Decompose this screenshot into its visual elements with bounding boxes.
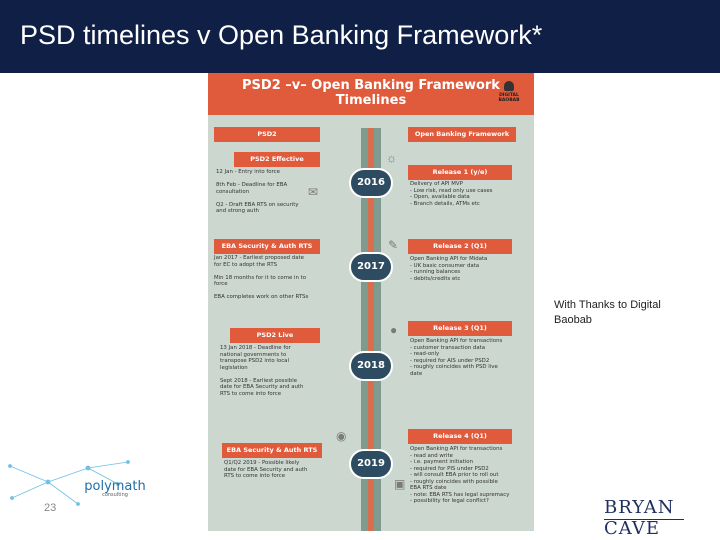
polymath-network-graphic	[8, 460, 130, 506]
text-line: transpose PSD2 into local	[220, 358, 289, 364]
text-line: 12 Jan - Entry into force	[216, 169, 280, 175]
digital-baobab-logo-text: DIGITAL BAOBAB	[498, 93, 520, 103]
year-marker-2019: 2019	[349, 449, 393, 479]
left-box-title-psd2-effective: PSD2 Effective	[234, 152, 320, 167]
text-line: - running balances	[410, 269, 461, 275]
text-line: Delivery of API MVP	[410, 181, 463, 187]
card-icon: ▣	[394, 477, 406, 491]
timeline-pole-stripe	[368, 128, 374, 531]
polymath-logo: polymath consulting	[82, 479, 148, 498]
text-line: - required for PIS under PSD2	[410, 465, 489, 472]
right-box-text-release-3: Open Banking API for transactions - cust…	[410, 338, 502, 377]
text-line: RTS to come into force	[220, 390, 282, 397]
text-line: EBA RTS date	[410, 485, 447, 491]
polymath-logo-sub: consulting	[102, 492, 128, 498]
text-line: - roughly coincides with PSD live	[410, 364, 498, 370]
column-header-psd2: PSD2	[214, 127, 320, 142]
text-line: - roughly coincides with possible	[410, 478, 498, 485]
text-line: force	[214, 281, 228, 287]
text-line: - note: EBA RTS has legal supremacy	[410, 491, 510, 498]
text-line: - required for AIS under PSD2	[410, 357, 490, 364]
text-line: - will consult EBA prior to roll out	[410, 472, 499, 478]
right-box-title-release-1: Release 1 (y/e)	[408, 165, 512, 180]
text-line: date for EBA Security and auth	[224, 466, 308, 473]
thanks-note-line: With Thanks to Digital	[554, 299, 661, 311]
left-box-text-psd2-live: 13 Jan 2018 - Deadline for national gove…	[220, 345, 303, 397]
thanks-note-line: Baobab	[554, 314, 592, 326]
infographic-title-line: Timelines	[335, 93, 407, 108]
text-line: date for EBA Security and auth	[220, 384, 304, 390]
timeline-infographic: PSD2 –v– Open Banking Framework Timeline…	[208, 73, 534, 531]
document-icon: ✉	[308, 185, 319, 199]
text-line: - read-only	[410, 351, 440, 357]
text-line: RTS to come into force	[224, 473, 286, 479]
text-line: Open Banking API for Midata	[410, 256, 488, 262]
right-box-text-release-2: Open Banking API for Midata - UK basic c…	[410, 256, 487, 282]
bryan-cave-logo: BRYAN CAVE	[604, 497, 720, 539]
text-line: consultation	[216, 188, 250, 195]
digital-baobab-logo: DIGITAL BAOBAB	[494, 81, 524, 103]
right-box-title-release-4: Release 4 (Q1)	[408, 429, 512, 444]
left-box-text-eba-rts-2017: Jan 2017 - Earliest proposed date for EC…	[214, 255, 308, 301]
text-line: Min 18 months for it to come in to	[214, 274, 307, 281]
infographic-header	[208, 73, 534, 115]
text-line: - debits/credits etc	[410, 275, 461, 282]
column-header-open-banking: Open Banking Framework	[408, 127, 516, 142]
text-line: EBA completes work on other RTSs	[214, 294, 309, 300]
baobab-tree-icon	[504, 81, 514, 91]
polymath-logo-name: polymath	[84, 479, 146, 494]
text-line: - Open, available data	[410, 194, 470, 200]
infographic-title: PSD2 –v– Open Banking Framework Timeline…	[208, 78, 534, 108]
right-box-text-release-4: Open Banking API for transactions - read…	[410, 446, 509, 505]
text-line: Q2 - Draft EBA RTS on security	[216, 201, 299, 208]
chat-icon: ●	[390, 323, 398, 337]
text-line: - read and write	[410, 452, 453, 459]
text-line: Open Banking API for transactions	[410, 446, 503, 452]
text-line: Sept 2018 - Earliest possible	[220, 377, 298, 384]
text-line: Open Banking API for transactions	[410, 338, 503, 344]
infographic-title-line: PSD2 –v– Open Banking Framework	[242, 78, 500, 93]
text-line: national governments to	[220, 351, 287, 358]
text-line: and strong auth	[216, 208, 259, 214]
lightbulb-icon: ☼	[386, 151, 397, 165]
pen-icon: ✎	[388, 238, 399, 252]
left-box-text-eba-rts-2019: Q1/Q2 2019 - Possible likely date for EB…	[224, 460, 307, 480]
fingerprint-icon: ◉	[336, 429, 347, 443]
year-marker-2017: 2017	[349, 252, 393, 282]
text-line: - possibility for legal conflict?	[410, 498, 489, 504]
right-box-text-release-1: Delivery of API MVP - Low risk, read onl…	[410, 181, 492, 207]
left-box-text-psd2-effective: 12 Jan - Entry into force 8th Feb - Dead…	[216, 169, 299, 215]
year-marker-2018: 2018	[349, 351, 393, 381]
right-box-title-release-3: Release 3 (Q1)	[408, 321, 512, 336]
right-box-title-release-2: Release 2 (Q1)	[408, 239, 512, 254]
year-marker-2016: 2016	[349, 168, 393, 198]
text-line: 8th Feb - Deadline for EBA	[216, 182, 288, 188]
text-line: - UK basic consumer data	[410, 262, 480, 269]
text-line: - Low risk, read only use cases	[410, 187, 493, 194]
page-number: 23	[44, 502, 57, 514]
title-bar: PSD timelines v Open Banking Framework*	[0, 0, 720, 73]
slide-title: PSD timelines v Open Banking Framework*	[20, 20, 543, 50]
text-line: date	[410, 370, 423, 377]
text-line: Jan 2017 - Earliest proposed date	[214, 255, 304, 261]
text-line: - i.e. payment initiation	[410, 459, 473, 465]
thanks-note: With Thanks to Digital Baobab	[554, 298, 661, 328]
text-line: 13 Jan 2018 - Deadline for	[220, 345, 291, 351]
left-box-title-psd2-live: PSD2 Live	[230, 328, 320, 343]
left-box-title-eba-rts-2019: EBA Security & Auth RTS	[222, 443, 322, 458]
text-line: Q1/Q2 2019 - Possible likely	[224, 460, 300, 466]
text-line: legislation	[220, 364, 248, 371]
text-line: - customer transaction data	[410, 344, 486, 351]
text-line: for EC to adopt the RTS	[214, 261, 278, 268]
text-line: - Branch details, ATMs etc	[410, 200, 480, 207]
left-box-title-eba-rts-2017: EBA Security & Auth RTS	[214, 239, 320, 254]
timeline-pole	[361, 128, 381, 531]
